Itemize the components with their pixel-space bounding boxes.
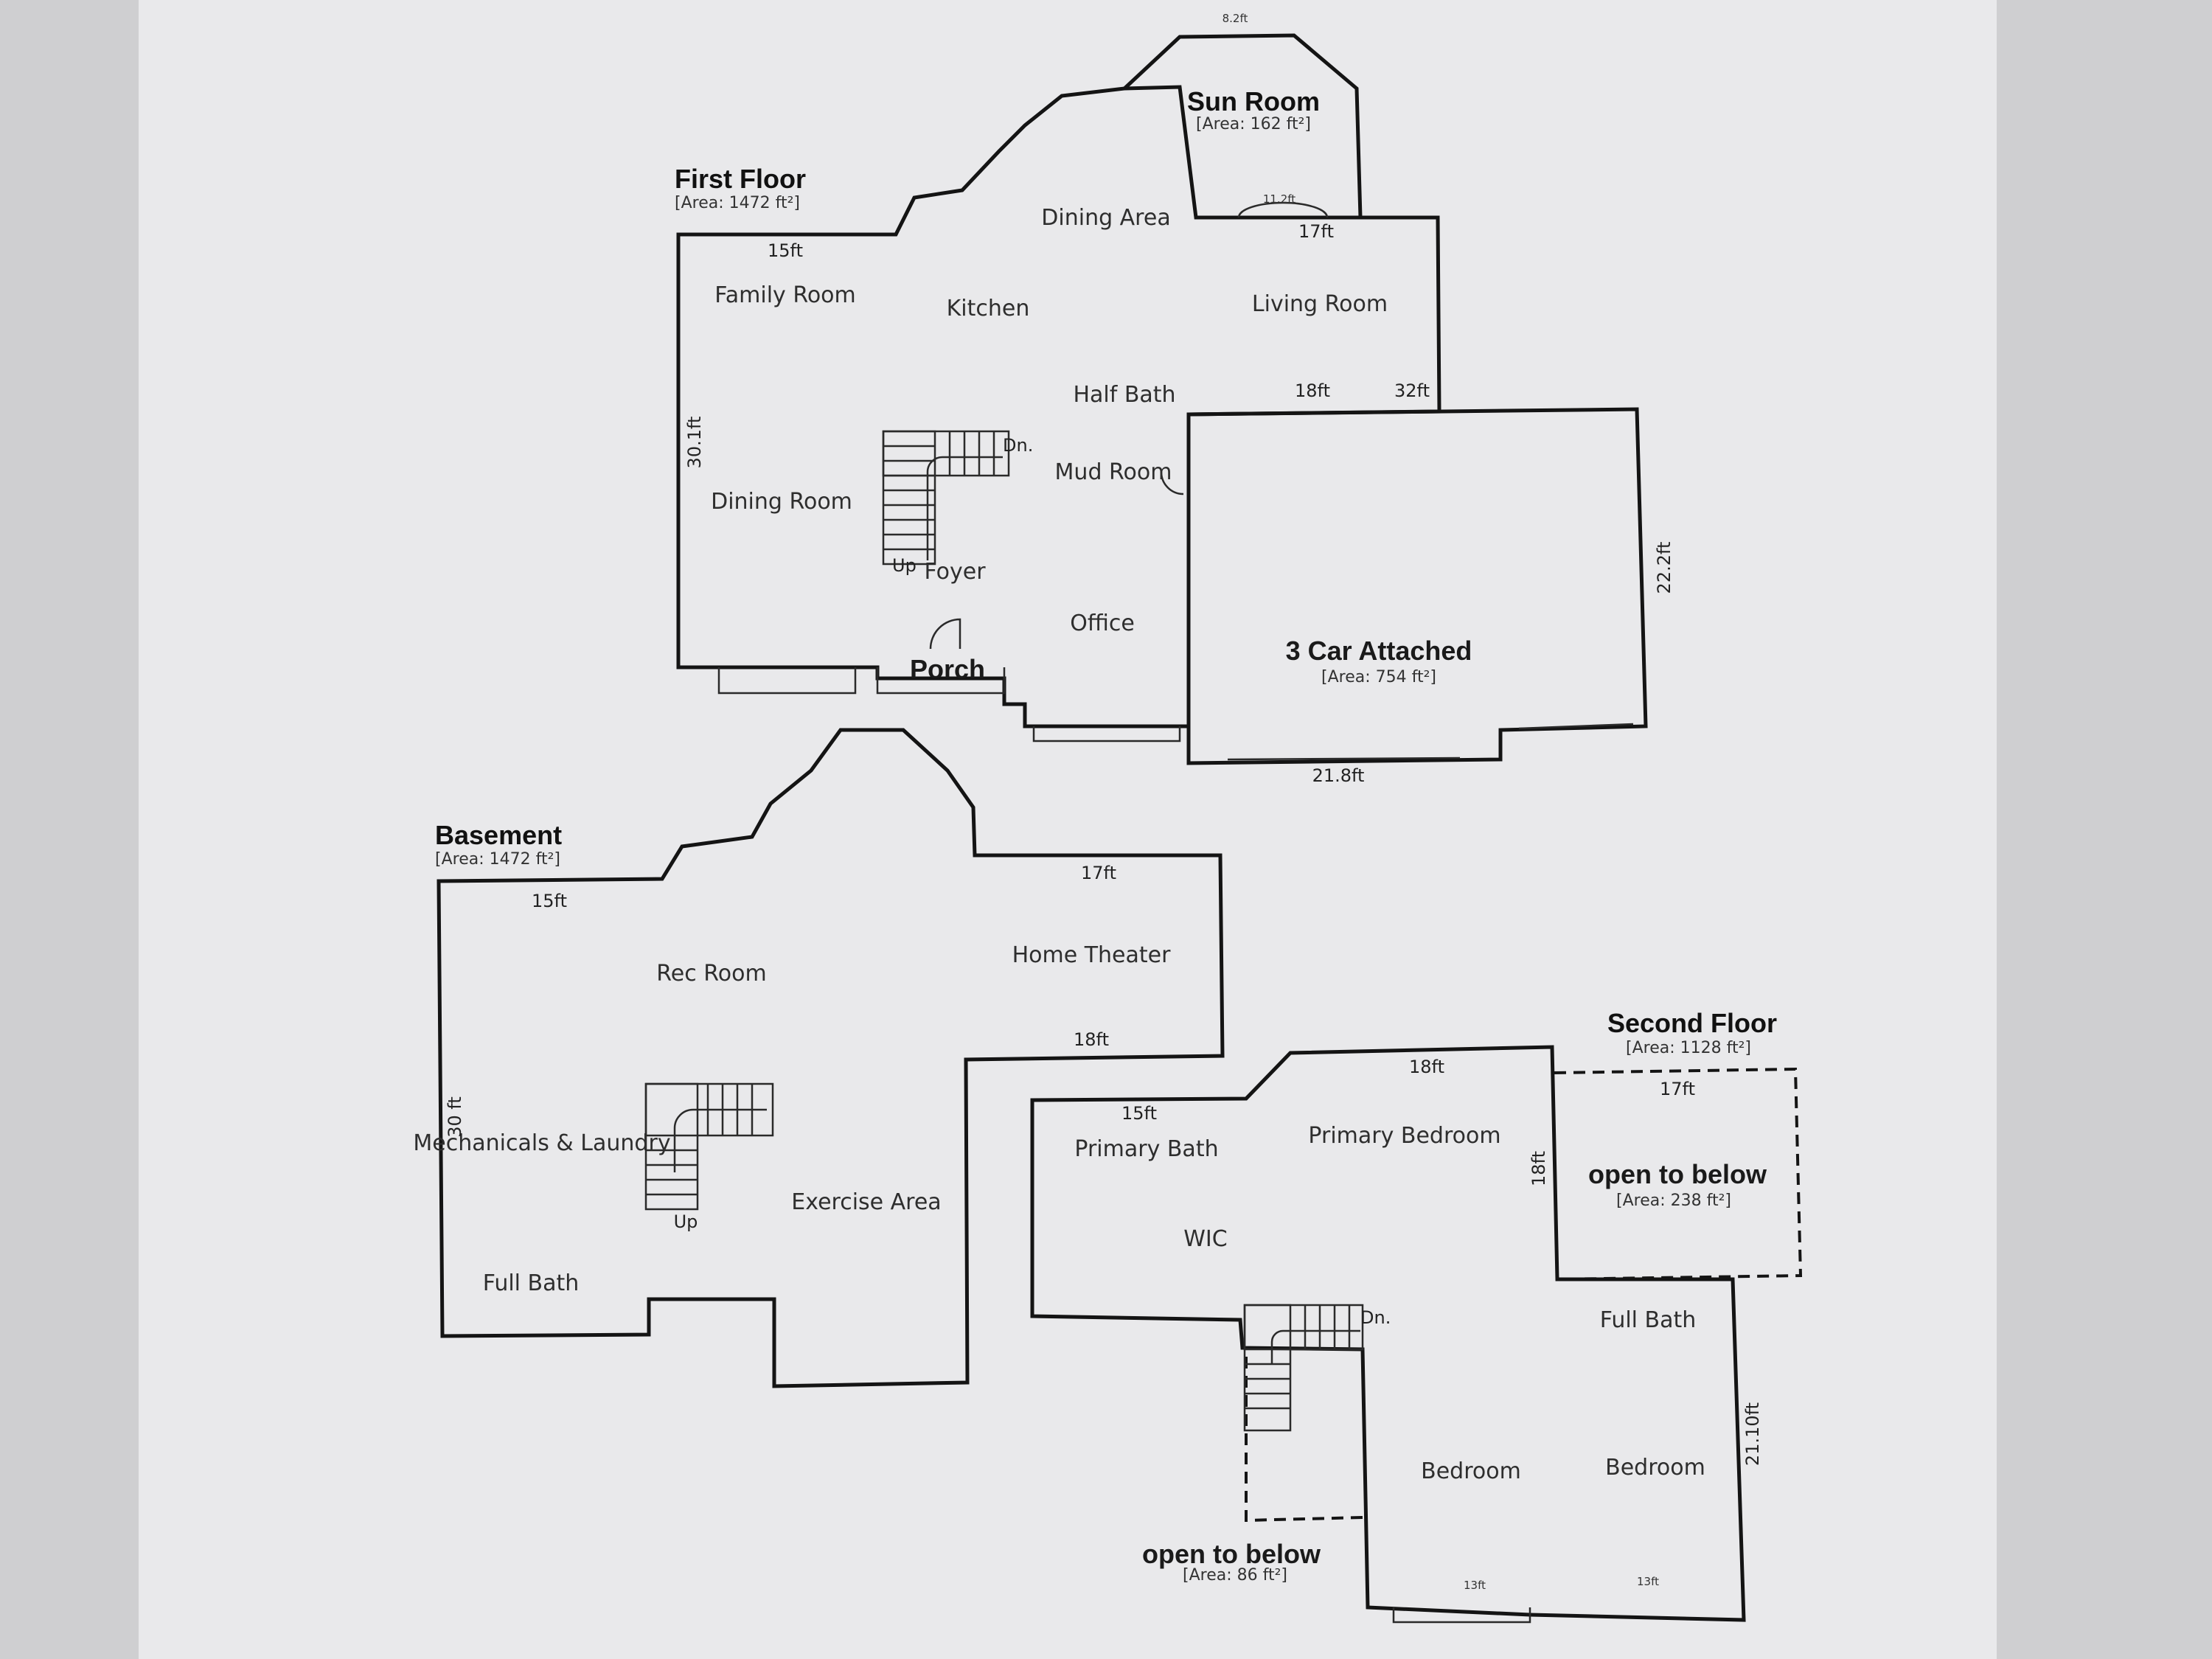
- dim-open-to-below-width: 17ft: [1660, 1079, 1695, 1099]
- first-floor-bay-wall: [717, 667, 857, 695]
- room-home-theater: Home Theater: [1012, 942, 1172, 968]
- dim-bedroom-right-width: 13ft: [1637, 1575, 1659, 1588]
- first-floor-stairs-down: Dn.: [1003, 435, 1033, 456]
- dim-primary-bath-width: 15ft: [1121, 1103, 1157, 1124]
- dim-garage-depth: 22.2ft: [1654, 542, 1674, 594]
- dim-home-theater-bottom: 18ft: [1074, 1029, 1109, 1050]
- second-floor-outline: [1030, 1045, 1746, 1622]
- room-kitchen: Kitchen: [947, 296, 1030, 321]
- basement-stairs: [644, 1082, 774, 1211]
- room-mud-room: Mud Room: [1055, 459, 1172, 485]
- room-bedroom-right: Bedroom: [1605, 1455, 1705, 1481]
- room-half-bath: Half Bath: [1073, 382, 1175, 408]
- open-to-below-stair-outline: [1245, 1357, 1363, 1523]
- dim-living-room-width: 17ft: [1298, 221, 1334, 242]
- garage-door-side: [1518, 723, 1634, 730]
- room-porch: Porch: [910, 654, 985, 684]
- first-floor-plan: First Floor [Area: 1472 ft²] Family Room…: [675, 85, 1441, 742]
- sun-room-plan: Sun Room [Area: 162 ft²] 8.2ft 11.2ft: [1123, 12, 1363, 220]
- office-bay-wall: [1032, 726, 1181, 742]
- second-floor-stairs-down: Dn.: [1360, 1307, 1391, 1328]
- room-full-bath-basement: Full Bath: [483, 1270, 580, 1296]
- first-floor-title: First Floor: [675, 164, 806, 194]
- room-exercise-area: Exercise Area: [791, 1189, 941, 1215]
- garage-outline: [1186, 407, 1648, 765]
- room-family-room: Family Room: [714, 282, 856, 308]
- dim-primary-bedroom-width: 18ft: [1409, 1057, 1444, 1077]
- dim-rec-room-width: 15ft: [532, 891, 567, 911]
- room-dining-area: Dining Area: [1041, 205, 1170, 231]
- second-floor-stairs: [1243, 1304, 1364, 1432]
- dim-sun-room-top: 8.2ft: [1222, 12, 1248, 25]
- room-rec-room: Rec Room: [656, 961, 766, 987]
- second-floor-plan: Second Floor [Area: 1128 ft²] Primary Ba…: [1030, 1008, 1803, 1624]
- open-to-below-right-area: [Area: 238 ft²]: [1616, 1192, 1731, 1210]
- second-floor-area: [Area: 1128 ft²]: [1626, 1039, 1751, 1057]
- dim-basement-left-wall: 30 ft: [445, 1096, 465, 1138]
- basement-title: Basement: [435, 820, 562, 850]
- paper-sheet: [139, 0, 1997, 1659]
- basement-stairs-up: Up: [674, 1211, 698, 1232]
- dim-family-room-width: 15ft: [768, 240, 803, 261]
- sun-room-area: [Area: 162 ft²]: [1196, 115, 1311, 133]
- sun-room-title: Sun Room: [1187, 86, 1320, 116]
- open-to-below-stair-area: [Area: 86 ft²]: [1183, 1566, 1287, 1585]
- room-dining-room: Dining Room: [711, 489, 852, 515]
- first-floor-stairs-up: Up: [892, 555, 917, 576]
- first-floor-stairs: [882, 430, 1010, 566]
- dim-living-room-bottom: 18ft: [1295, 380, 1330, 401]
- dim-garage-width: 21.8ft: [1312, 765, 1365, 786]
- sun-room-outline: [1123, 33, 1363, 220]
- room-living-room: Living Room: [1252, 291, 1388, 317]
- garage-area: [Area: 754 ft²]: [1321, 668, 1436, 686]
- first-floor-outline: [676, 85, 1441, 728]
- dim-living-room-depth: 32ft: [1394, 380, 1430, 401]
- basement-outline: [437, 728, 1225, 1388]
- entry-door-swing: [929, 618, 961, 650]
- dim-first-floor-left-wall: 30.1ft: [684, 417, 705, 469]
- open-to-below-stair-label: open to below: [1142, 1539, 1321, 1569]
- garage-plan: 3 Car Attached [Area: 754 ft²] 22.2ft 21…: [1186, 407, 1674, 786]
- dim-sun-room-bottom: 11.2ft: [1263, 192, 1295, 206]
- second-floor-title: Second Floor: [1607, 1008, 1777, 1038]
- first-floor-area: [Area: 1472 ft²]: [675, 194, 800, 212]
- room-bedroom-left: Bedroom: [1421, 1458, 1521, 1484]
- sun-room-opening: [1237, 201, 1329, 218]
- open-to-below-right-outline: [1554, 1067, 1803, 1281]
- mud-room-door: [1160, 471, 1184, 495]
- room-wic: WIC: [1183, 1226, 1227, 1252]
- room-full-bath-second: Full Bath: [1600, 1307, 1697, 1333]
- room-primary-bath: Primary Bath: [1074, 1136, 1218, 1162]
- room-office: Office: [1070, 611, 1135, 636]
- room-foyer: Foyer: [924, 559, 986, 585]
- bedroom-closet-wall: [1392, 1607, 1531, 1624]
- open-to-below-right-label: open to below: [1588, 1159, 1767, 1189]
- dim-home-theater-width: 17ft: [1081, 863, 1116, 883]
- room-mechanicals-laundry: Mechanicals & Laundry: [413, 1130, 670, 1156]
- porch-outline: [876, 667, 1006, 695]
- garage-door-main: [1227, 757, 1461, 761]
- dim-primary-bedroom-depth: 18ft: [1528, 1151, 1549, 1186]
- garage-title: 3 Car Attached: [1286, 636, 1472, 666]
- basement-plan: Basement [Area: 1472 ft²] Rec Room Home …: [413, 728, 1225, 1388]
- dim-bedroom-right-depth: 21.10ft: [1742, 1402, 1763, 1466]
- room-primary-bedroom: Primary Bedroom: [1308, 1123, 1500, 1149]
- basement-area: [Area: 1472 ft²]: [435, 850, 560, 869]
- dim-bedroom-left-width: 13ft: [1464, 1579, 1486, 1592]
